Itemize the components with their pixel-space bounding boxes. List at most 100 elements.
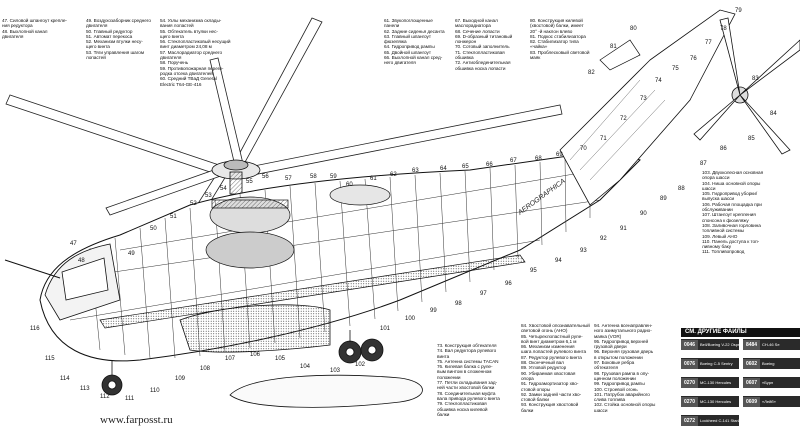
legend-line: 48. Выхлопной канал	[2, 28, 48, 34]
callout-number: 91	[620, 226, 627, 232]
callout-number: 75	[672, 66, 679, 72]
legend-line: слива топлива	[594, 397, 626, 403]
callout-number: 62	[390, 172, 397, 178]
callout-number: 54	[220, 186, 227, 192]
legend-line: 67. Выходной канал	[455, 18, 498, 23]
callout-number: 47	[70, 241, 77, 247]
legend-line: положении	[437, 374, 461, 380]
tail-rotor	[693, 17, 800, 155]
file-code: 0609	[743, 397, 760, 407]
legend-line: 106. Рабочая площадка при	[702, 201, 762, 207]
legend-line: 76. Килевая балка с руле-	[437, 364, 493, 370]
legend-line: (хвостовой) балки, имеет	[530, 23, 584, 29]
legend-line: винт диаметром 24,08 м	[160, 44, 212, 50]
callout-number: 81	[610, 44, 617, 50]
legend-line: 74. Вал редуктора рулевого	[437, 348, 497, 354]
callout-number: 53	[205, 193, 212, 199]
file-link[interactable]: 0607«Бурл	[743, 377, 800, 388]
file-code: 0046	[681, 340, 698, 350]
callout-number: 58	[310, 174, 317, 180]
legend-line: 55. Обтекатель втулки нес-	[160, 28, 218, 34]
callout-number: 84	[770, 111, 777, 117]
legend-line: 104. Ниша основной опоры	[702, 180, 761, 186]
callout-number: 95	[530, 268, 537, 274]
callout-number: 82	[588, 70, 595, 76]
callout-number: 76	[690, 56, 697, 62]
legend-line: 69. D-образный титановый	[455, 33, 513, 39]
callout-number: 59	[330, 174, 337, 180]
legend-line: ней части хвостовой балки	[437, 385, 495, 391]
callout-number: 80	[630, 26, 637, 32]
legend-line: маслорадиатора	[455, 23, 491, 29]
legend-line: обтекателя	[594, 365, 618, 371]
landing-gear	[101, 330, 384, 396]
legend-line: 61. Звукопоглощенные	[384, 18, 433, 23]
legend-line: 110. Панель доступа к топ-	[702, 238, 760, 244]
callout-number: 88	[678, 186, 685, 192]
callout-number: 67	[510, 158, 517, 164]
file-label: Boeing C-5 Sentry	[700, 361, 733, 366]
legend-line: щего винта	[160, 33, 184, 39]
legend-line: в открытом положении	[594, 354, 643, 360]
file-label: «Бурл	[762, 380, 774, 385]
callout-number: 70	[580, 146, 587, 152]
callout-number: 51	[170, 214, 177, 220]
legend-line: 71. Стеклопластиковая	[455, 49, 505, 55]
callout-number: 61	[370, 176, 377, 182]
legend-line: грузовой двери	[594, 344, 627, 350]
legend-line: обшивка носка килевой	[437, 406, 488, 412]
legend-line: 86. Механизм изменения	[521, 344, 575, 350]
legend-line: ливному баку	[702, 244, 731, 250]
callout-number: 102	[355, 362, 366, 368]
callout-number: 110	[150, 388, 160, 394]
legend-line: него двигателя	[384, 60, 416, 66]
legend-line: 95. Гидропривод верхней	[594, 338, 649, 344]
legend-line: 53. Тяги управления шагом	[86, 49, 145, 55]
legend-line: 90. Убираемая хвостовая	[521, 370, 576, 376]
legend-line: 59. Противопожарная перего-	[160, 65, 224, 71]
legend-line: шага лопастей рулевого винта	[521, 349, 587, 355]
legend-column-top-6: 80. Конструкция килевой(хвостовой) балки…	[530, 18, 602, 60]
callout-number: 85	[748, 136, 755, 142]
legend-line: световой огонь (АНО)	[521, 328, 568, 334]
watermark-url: www.farposst.ru	[100, 414, 173, 426]
legend-line: шасси	[594, 407, 608, 413]
callout-number: 105	[275, 356, 286, 362]
legend-line: лонжерон	[455, 39, 477, 45]
legend-line: 107. Штангоут крепления	[702, 212, 756, 218]
file-label: Lockheed C-141 StarLifter	[700, 418, 739, 423]
legend-line: обшивка носка лопасти	[455, 65, 506, 71]
legend-column-top-3: 54. Узлы механизма склады-вания лопастей…	[160, 18, 235, 87]
legend-line: двигателя	[86, 23, 108, 29]
legend-line: 52. Механизм втулки несу-	[86, 39, 143, 45]
legend-line: 89. Угловой редуктор	[521, 365, 567, 371]
file-code: 0076	[681, 359, 698, 369]
file-link[interactable]: 0609«Лейб»	[743, 396, 800, 407]
file-code: 0270	[681, 397, 698, 407]
legend-line: 103. Двухколесная основная	[702, 170, 764, 175]
legend-line: 68. Сечение лопасти	[455, 28, 500, 34]
callout-number: 55	[246, 179, 253, 185]
callout-number: 114	[60, 376, 70, 382]
legend-line: 97. Боковые ребра	[594, 360, 635, 366]
file-label: CH-46 Se	[762, 342, 780, 347]
stabilizer	[599, 39, 641, 71]
legend-line: панели	[384, 23, 400, 29]
legend-line: обшивка	[455, 55, 474, 61]
callout-number: 113	[80, 386, 90, 392]
rotor-hub	[211, 159, 261, 195]
callout-number: 93	[580, 248, 587, 254]
legend-line: винта	[437, 353, 450, 359]
legend-line: 77. Петли складывания зад-	[437, 380, 498, 386]
legend-line: Electric T64-GE-416	[160, 81, 202, 87]
